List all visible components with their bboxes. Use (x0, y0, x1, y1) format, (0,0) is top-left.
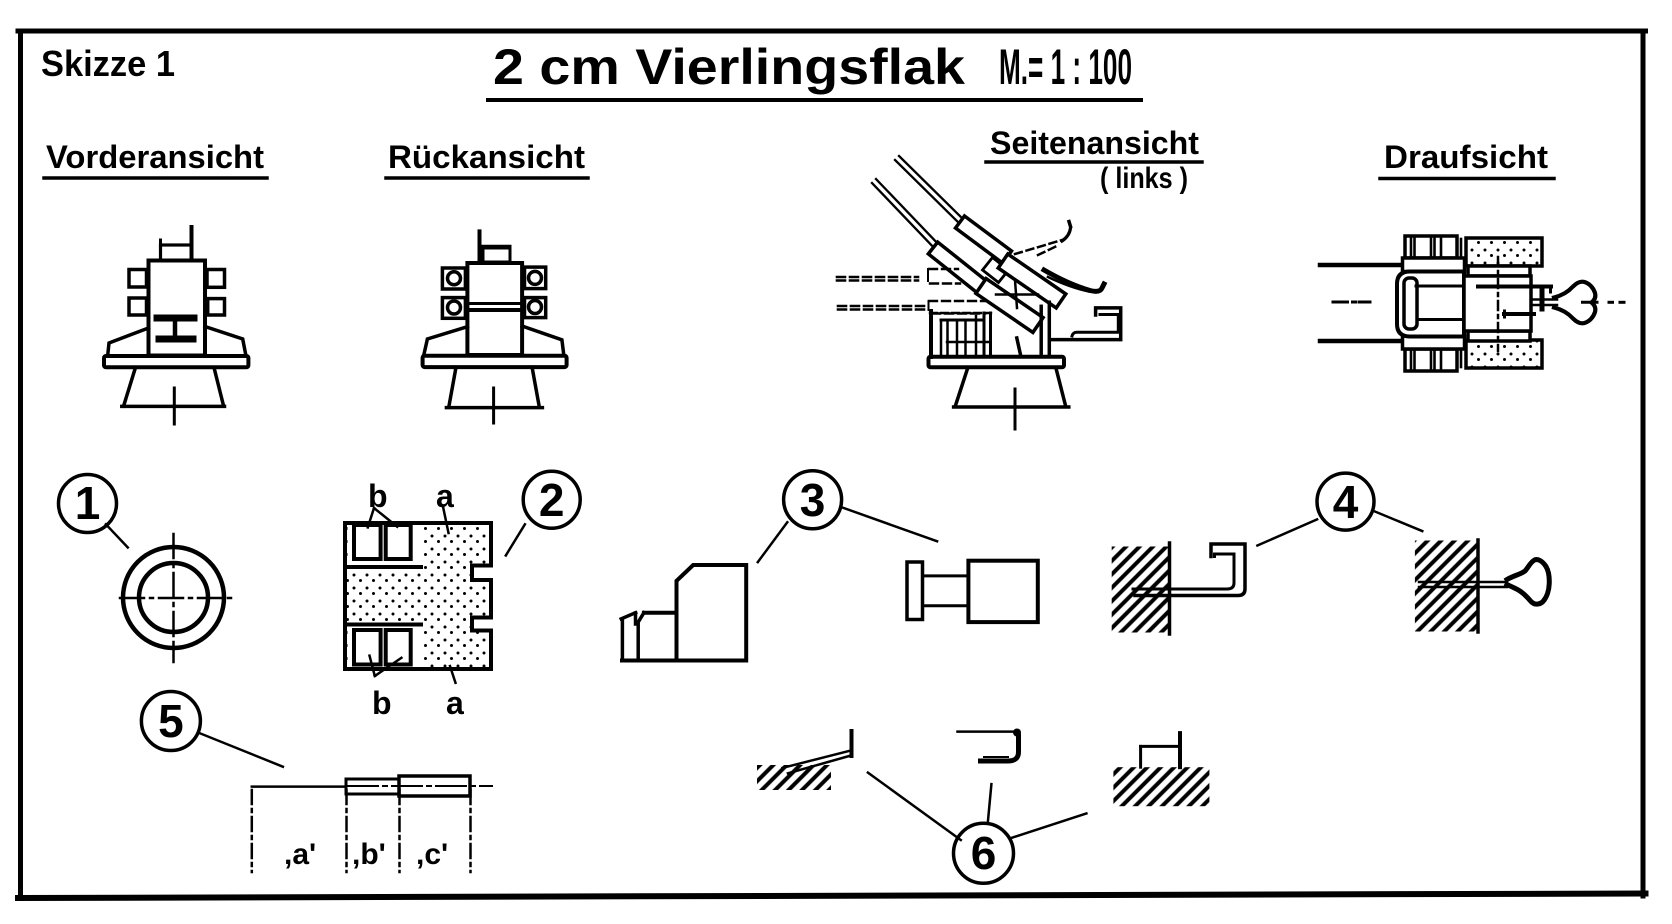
svg-text:2: 2 (539, 474, 565, 526)
svg-text:3: 3 (800, 474, 826, 526)
svg-text:( links ): ( links ) (1100, 162, 1188, 195)
svg-text:a: a (446, 685, 464, 721)
svg-text:M.= 1 : 100: M.= 1 : 100 (999, 39, 1132, 95)
svg-text:,c': ,c' (416, 838, 448, 871)
svg-text:Skizze 1: Skizze 1 (41, 43, 175, 84)
svg-text:,a': ,a' (284, 838, 316, 871)
svg-text:6: 6 (971, 827, 997, 879)
svg-text:,b': ,b' (352, 838, 386, 871)
svg-text:b: b (372, 685, 392, 721)
svg-text:Rückansicht: Rückansicht (388, 139, 585, 175)
svg-text:1: 1 (75, 477, 101, 529)
svg-text:2 cm Vierlingsflak: 2 cm Vierlingsflak (493, 39, 965, 95)
svg-text:Seitenansicht: Seitenansicht (990, 125, 1199, 161)
svg-text:b: b (368, 478, 388, 514)
svg-text:5: 5 (158, 695, 184, 747)
svg-text:a: a (436, 478, 454, 514)
svg-text:Vorderansicht: Vorderansicht (46, 139, 264, 175)
svg-text:4: 4 (1333, 476, 1359, 528)
svg-text:Draufsicht: Draufsicht (1384, 139, 1548, 175)
